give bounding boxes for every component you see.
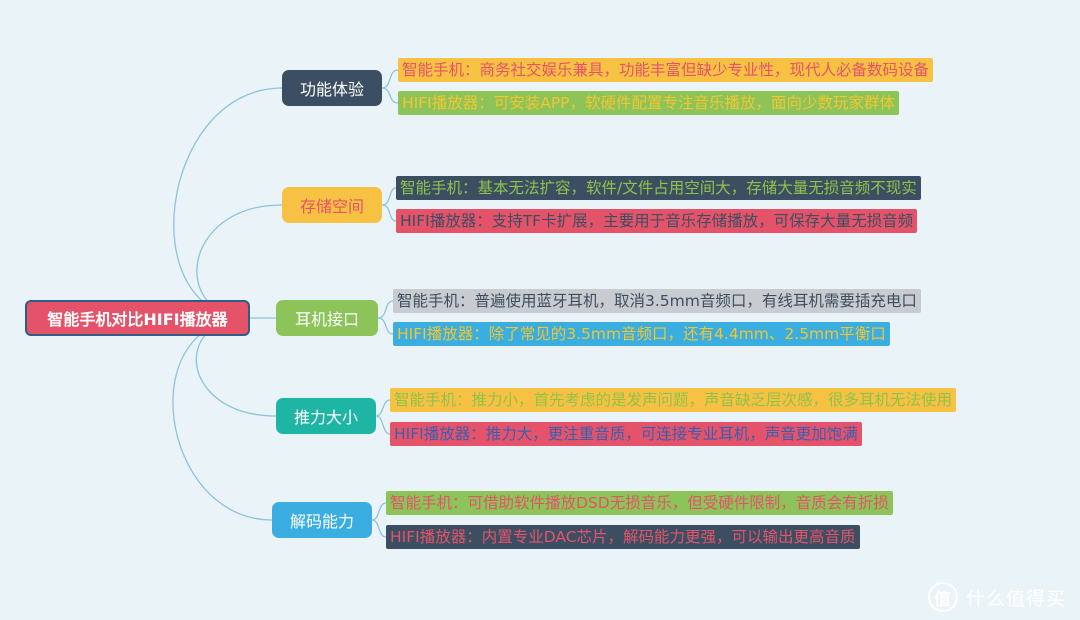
branch-2-item-2[interactable]: HIFI播放器：支持TF卡扩展，主要用于音乐存储播放，可保存大量无损音频 (396, 209, 918, 233)
watermark: 值 什么值得买 (927, 582, 1066, 612)
link-branch-4-item-1 (375, 399, 391, 417)
branch-3-topic[interactable]: 耳机接口 (276, 300, 378, 336)
branch-5-item-1[interactable]: 智能手机：可借助软件播放DSD无损音乐，但受硬件限制，音质会有折损 (386, 491, 893, 515)
branch-1-item-2[interactable]: HIFI播放器：可安装APP，软硬件配置专注音乐播放，面向少数玩家群体 (398, 91, 900, 115)
link-root-to-branch-1 (173, 87, 283, 319)
watermark-logo-icon: 值 (927, 582, 958, 612)
link-root-to-branch-5 (172, 317, 273, 521)
link-branch-3-item-1 (377, 300, 394, 319)
watermark-text: 什么值得买 (965, 587, 1066, 610)
branch-1-item-1[interactable]: 智能手机：商务社交娱乐兼具，功能丰富但缺少专业性，现代人必备数码设备 (398, 58, 934, 82)
branch-4-topic[interactable]: 推力大小 (276, 398, 376, 434)
root-topic[interactable]: 智能手机对比HIFI播放器 (25, 300, 250, 336)
branch-2-item-1[interactable]: 智能手机：基本无法扩容，软件/文件占用空间大，存储大量无损音频不现实 (396, 176, 921, 200)
link-branch-1-item-1 (381, 69, 399, 89)
branch-3-item-1[interactable]: 智能手机：普遍使用蓝牙耳机，取消3.5mm音频口，有线耳机需要插充电口 (393, 289, 921, 313)
link-branch-1-item-2 (381, 87, 399, 104)
branch-5-topic[interactable]: 解码能力 (272, 502, 372, 538)
link-branch-3-item-2 (377, 317, 394, 335)
branch-2-topic[interactable]: 存储空间 (282, 187, 382, 223)
link-branch-2-item-1 (381, 187, 397, 206)
branch-4-item-2[interactable]: HIFI播放器：推力大，更注重音质，可连接专业耳机，声音更加饱满 (390, 422, 862, 446)
link-branch-4-item-2 (375, 415, 391, 435)
branch-4-item-1[interactable]: 智能手机：推力小，首先考虑的是发声问题，声音缺乏层次感，很多耳机无法使用 (390, 388, 957, 412)
link-branch-2-item-2 (381, 204, 397, 222)
link-branch-5-item-1 (371, 502, 387, 521)
branch-3-item-2[interactable]: HIFI播放器：除了常见的3.5mm音频口，还有4.4mm、2.5mm平衡口 (393, 322, 890, 346)
link-branch-5-item-2 (371, 519, 387, 538)
branch-5-item-2[interactable]: HIFI播放器：内置专业DAC芯片，解码能力更强，可以输出更高音质 (386, 525, 860, 549)
branch-1-topic[interactable]: 功能体验 (282, 70, 382, 106)
